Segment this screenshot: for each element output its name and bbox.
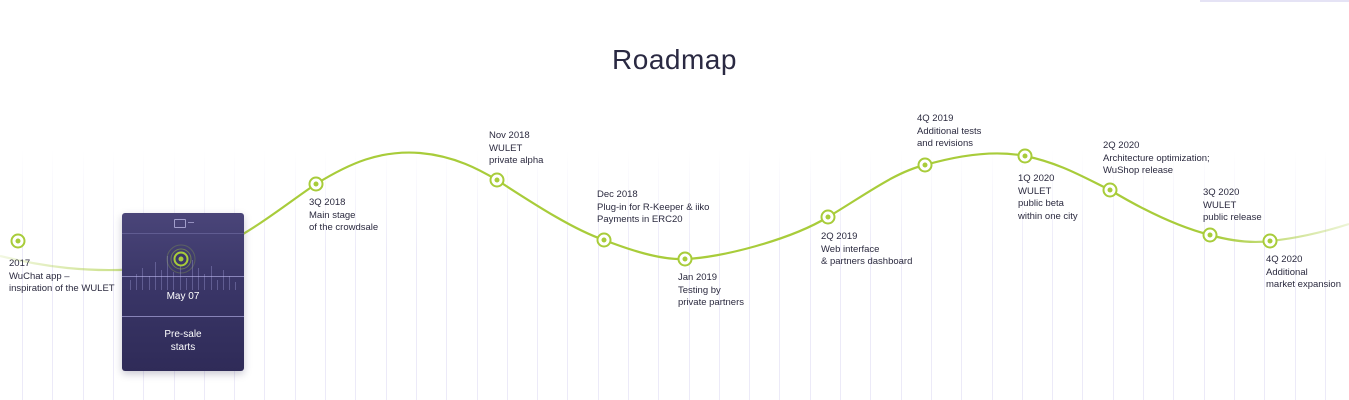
milestone-date: Jan 2019: [678, 272, 718, 283]
milestone-date: 2017: [9, 258, 31, 269]
milestone-description-line: Additional tests: [917, 125, 982, 137]
milestone-description-line: Testing by: [678, 284, 721, 296]
card-bar: [229, 276, 231, 290]
card-bar: [223, 270, 224, 290]
wallet-logo-icon: [174, 219, 186, 228]
milestone-date: 4Q 2020: [1266, 254, 1303, 265]
logo-dots-icon: [188, 222, 194, 223]
milestone-node-dot-4: [601, 237, 607, 243]
milestone-description-line: WULET: [1203, 199, 1237, 211]
milestone-description-line: of the crowdsale: [309, 222, 379, 233]
card-bar: [235, 282, 237, 290]
card-divider-top: [122, 276, 244, 277]
milestone-description-line: WuChat app –: [9, 270, 70, 282]
card-bar: [179, 264, 181, 290]
card-bar: [198, 268, 200, 290]
milestone-description-line: WuShop release: [1103, 165, 1174, 176]
milestone-node-dot-11: [1267, 238, 1273, 244]
milestone-node-dot-2: [313, 181, 319, 187]
milestone-description-line: public release: [1203, 212, 1262, 223]
page-title: Roadmap: [612, 44, 737, 75]
card-divider-bottom: [122, 316, 244, 317]
milestone-description-line: public beta: [1018, 198, 1064, 209]
milestone-date: 4Q 2019: [917, 113, 954, 124]
card-bar: [142, 268, 144, 290]
milestone-date: Dec 2018: [597, 189, 638, 200]
milestone-description-line: WULET: [489, 142, 523, 154]
card-bar: [210, 266, 212, 290]
milestone-description-line: Payments in ERC20: [597, 214, 683, 225]
milestone-description-line: and revisions: [917, 138, 973, 149]
card-bar: [216, 280, 218, 290]
milestone-description-line: Architecture optimization;: [1103, 152, 1210, 164]
milestone-date: 3Q 2020: [1203, 187, 1240, 198]
milestone-node-dot-8: [1022, 153, 1028, 159]
card-bar: [185, 278, 187, 290]
milestone-description-line: Additional: [1266, 266, 1308, 278]
card-bar: [173, 272, 175, 290]
milestone-node-dot-3: [494, 177, 500, 183]
card-bar: [204, 274, 206, 290]
milestone-description-line: Plug-in for R-Keeper & iiko: [597, 201, 710, 213]
milestone-description-line: private partners: [678, 297, 745, 308]
milestone-date: 2Q 2020: [1103, 140, 1140, 151]
current-milestone-card[interactable]: May 07 Pre-sale starts: [122, 213, 244, 371]
milestone-node-dot-5: [682, 256, 688, 262]
card-event-line2: starts: [170, 342, 196, 353]
card-bar: [192, 260, 193, 290]
milestone-description-line: within one city: [1018, 210, 1078, 222]
timeline-path: [0, 151, 1349, 272]
card-header: [122, 213, 244, 234]
milestone-description-line: private alpha: [489, 155, 544, 166]
milestone-date: 1Q 2020: [1018, 173, 1055, 184]
milestone-date: 3Q 2018: [309, 197, 346, 208]
milestone-date: Nov 2018: [489, 130, 530, 141]
card-bar: [167, 256, 169, 290]
milestone-node-dot-7: [922, 162, 928, 168]
milestone-description-line: WULET: [1018, 185, 1052, 197]
card-bar: [130, 280, 131, 290]
card-bar: [136, 274, 138, 290]
milestone-description-line: Main stage: [309, 209, 356, 221]
milestone-date: 2Q 2019: [821, 231, 858, 242]
card-event-line1: Pre-sale: [164, 329, 202, 340]
top-accent-bar: [1200, 0, 1349, 2]
milestone-node-dot-10: [1207, 232, 1213, 238]
milestone-node-dot-9: [1107, 187, 1113, 193]
milestone-description-line: market expansion: [1266, 279, 1341, 290]
card-date: May 07: [166, 291, 200, 302]
milestone-node-dot-6: [825, 214, 831, 220]
milestone-description-line: & partners dashboard: [821, 256, 913, 267]
milestone-node-dot-1: [15, 238, 21, 244]
milestone-description-line: Web interface: [821, 243, 880, 255]
milestone-description-line: inspiration of the WULET: [9, 283, 115, 294]
card-bar: [161, 270, 162, 290]
card-bar: [148, 276, 150, 290]
card-bar-decoration: [122, 234, 244, 290]
